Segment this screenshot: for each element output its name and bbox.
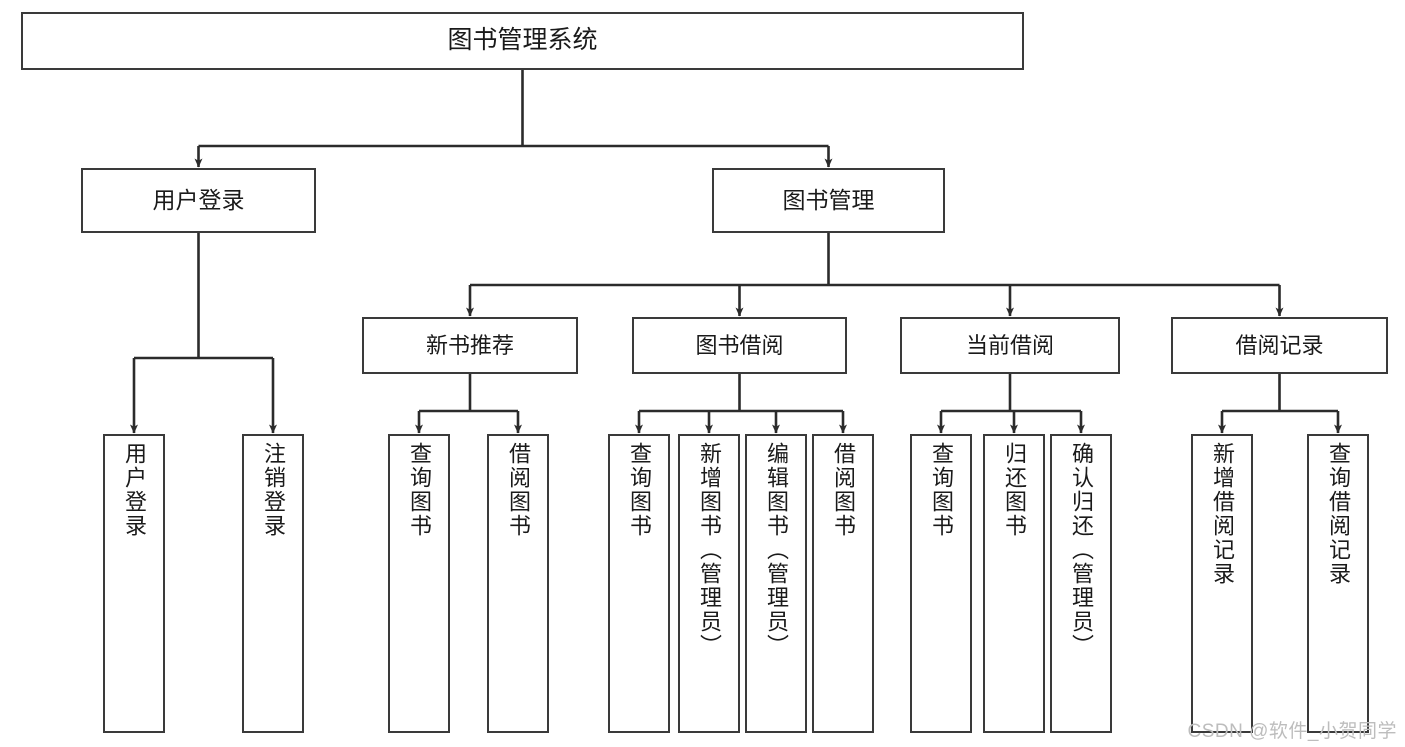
node-leaf-borrow-2[interactable]: 新增图书（管理员） — [678, 434, 740, 733]
node-leaf-records-1[interactable]: 新增借阅记录 — [1191, 434, 1253, 733]
node-label: 归还图书 — [1002, 442, 1027, 538]
node-current[interactable]: 当前借阅 — [900, 317, 1120, 374]
node-label: 当前借阅 — [965, 332, 1054, 358]
node-label: 新增借阅记录 — [1210, 442, 1235, 586]
node-leaf-borrow-1[interactable]: 查询图书 — [608, 434, 670, 733]
node-label: 查询图书 — [627, 442, 652, 538]
node-label: 编辑图书（管理员） — [764, 442, 789, 658]
node-leaf-borrow-3[interactable]: 编辑图书（管理员） — [745, 434, 807, 733]
node-label: 借阅图书 — [831, 442, 856, 538]
node-records[interactable]: 借阅记录 — [1171, 317, 1388, 374]
node-label: 图书管理系统 — [447, 26, 598, 55]
node-label: 新书推荐 — [425, 332, 514, 358]
node-login[interactable]: 用户登录 — [81, 168, 316, 233]
node-leaf-borrow-4[interactable]: 借阅图书 — [812, 434, 874, 733]
node-label: 借阅记录 — [1235, 332, 1324, 358]
node-label: 查询图书 — [407, 442, 432, 538]
node-label: 用户登录 — [122, 442, 147, 538]
node-leaf-current-2[interactable]: 归还图书 — [983, 434, 1045, 733]
node-label: 图书管理 — [782, 187, 875, 214]
node-leaf-login-1[interactable]: 用户登录 — [103, 434, 165, 733]
node-label: 确认归还（管理员） — [1069, 442, 1094, 658]
node-label: 用户登录 — [152, 187, 245, 214]
node-leaf-current-1[interactable]: 查询图书 — [910, 434, 972, 733]
node-leaf-current-3[interactable]: 确认归还（管理员） — [1050, 434, 1112, 733]
node-label: 新增图书（管理员） — [697, 442, 722, 658]
node-label: 注销登录 — [261, 442, 286, 538]
node-label: 借阅图书 — [506, 442, 531, 538]
node-leaf-new-2[interactable]: 借阅图书 — [487, 434, 549, 733]
node-bookmgmt[interactable]: 图书管理 — [712, 168, 945, 233]
node-leaf-login-2[interactable]: 注销登录 — [242, 434, 304, 733]
node-label: 图书借阅 — [695, 332, 784, 358]
node-leaf-records-2[interactable]: 查询借阅记录 — [1307, 434, 1369, 733]
node-label: 查询图书 — [929, 442, 954, 538]
node-leaf-new-1[interactable]: 查询图书 — [388, 434, 450, 733]
watermark-text: CSDN @软件_小贺同学 — [1187, 721, 1397, 742]
node-newbook[interactable]: 新书推荐 — [362, 317, 578, 374]
node-root[interactable]: 图书管理系统 — [21, 12, 1024, 70]
node-label: 查询借阅记录 — [1326, 442, 1351, 586]
node-borrow[interactable]: 图书借阅 — [632, 317, 847, 374]
